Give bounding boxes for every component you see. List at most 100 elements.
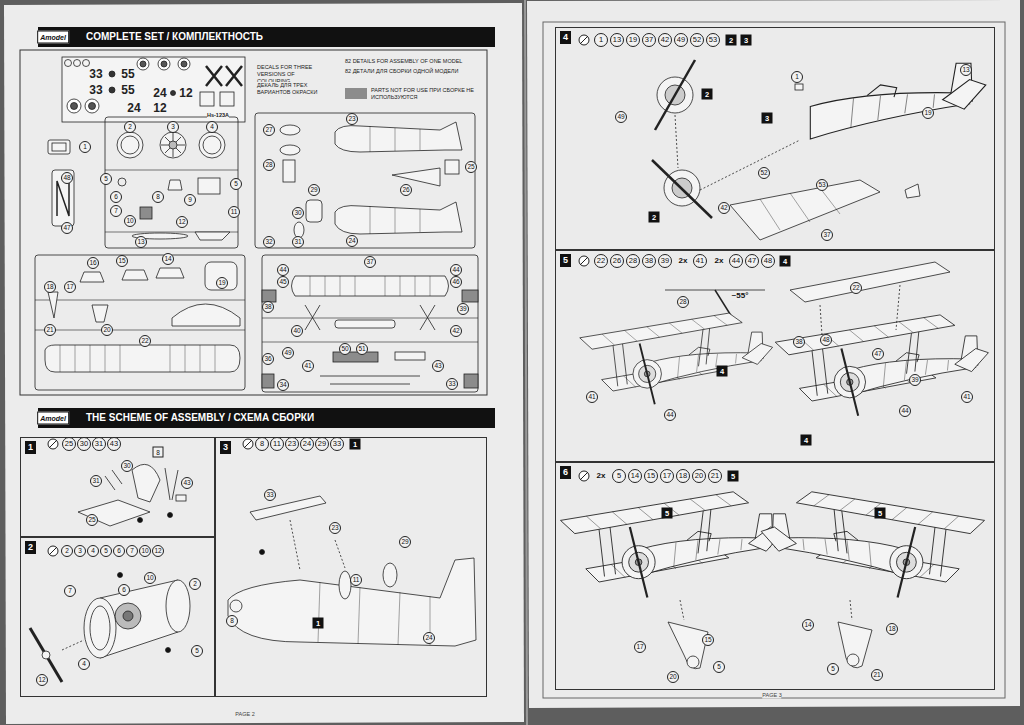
decal-sheet [83, 60, 90, 67]
callout-number: 27 [263, 124, 275, 136]
step1-drawing [78, 500, 150, 526]
part-list-number: 42 [658, 33, 672, 47]
callout-number: 7 [64, 585, 76, 597]
step3-drawing [290, 520, 345, 570]
step4-drawing [810, 63, 986, 139]
decal-sheet [137, 58, 149, 70]
step-number: 6 [560, 466, 571, 479]
sprue-frame-c [280, 145, 300, 155]
callout-number: 12 [176, 216, 188, 228]
callout-number: 22 [850, 282, 862, 294]
sprue-frame-a [121, 136, 139, 154]
sprue-frame-c [255, 113, 475, 248]
step-number: 3 [220, 441, 231, 454]
callout-number: 20 [101, 324, 113, 336]
step3-drawing [228, 496, 476, 646]
part-list-number: 39 [658, 254, 672, 268]
glue-symbol [49, 547, 57, 555]
sprue-frame-a [168, 180, 182, 190]
step6-drawing [561, 492, 985, 669]
decal-sheet [161, 61, 167, 67]
step4-drawing [795, 84, 803, 90]
callout-number: 38 [262, 301, 274, 313]
callout-number: 33 [264, 489, 276, 501]
subassembly-ref: 4 [717, 366, 728, 377]
frame-lines [543, 22, 1005, 698]
callout-number: 7 [126, 545, 138, 557]
glue-symbol [48, 439, 58, 449]
subassembly-ref: 1 [350, 439, 361, 450]
subassembly-ref: 5 [728, 471, 739, 482]
callout-number: 33 [446, 378, 458, 390]
sprue-frame-b [48, 292, 58, 318]
callout-number: 6 [118, 584, 130, 596]
subassembly-ref: 2 [726, 35, 737, 46]
sprue-frame-a [48, 117, 238, 248]
callout-number: 18 [44, 281, 56, 293]
callout-number: 6 [113, 545, 125, 557]
glue-symbol [580, 257, 588, 265]
decal-sheet [89, 103, 96, 110]
part-list-number: 13 [610, 33, 624, 47]
part-list-number: 53 [706, 33, 720, 47]
step5-drawing [580, 313, 773, 404]
step1-drawing [176, 495, 186, 501]
step1-drawing [105, 470, 122, 490]
header-bar: COMPLETE SET / КОМПЛЕКТНОСТЬ [38, 27, 495, 47]
step3-drawing [228, 558, 476, 646]
callout-number: 44 [664, 409, 676, 421]
decal-sheet [109, 87, 115, 93]
header-text: THE SCHEME OF ASSEMBLY / СХЕМА СБОРКИ [38, 408, 495, 428]
legend-swatch [345, 88, 367, 99]
subassembly-ref: 1 [313, 618, 324, 629]
subassembly-ref: 4 [801, 435, 812, 446]
sprue-frame-d [262, 255, 478, 392]
callout-number: 44 [450, 264, 462, 276]
callout-number: 13 [960, 64, 972, 76]
callout-number: 10 [139, 545, 151, 557]
callout-number: 12 [36, 674, 48, 686]
sprue-frame-c [335, 202, 462, 234]
decal-sheet [181, 61, 187, 67]
subassembly-ref: 5 [875, 508, 886, 519]
callout-number: 7 [110, 205, 122, 217]
callout-number: 32 [263, 236, 275, 248]
step1-drawing [78, 464, 186, 526]
header-bar: THE SCHEME OF ASSEMBLY / СХЕМА СБОРКИ [38, 408, 495, 428]
part-list-number: 24 [300, 437, 314, 451]
callout-number: 17 [64, 281, 76, 293]
callout-number: 15 [116, 255, 128, 267]
callout-number: 5 [230, 178, 242, 190]
sprue-frame-a [52, 170, 74, 226]
sprue-frame-d [333, 352, 378, 362]
callout-number: 16 [87, 257, 99, 269]
step6-drawing [668, 622, 708, 669]
callout-number: 34 [277, 379, 289, 391]
step5-drawing [775, 315, 988, 416]
step5-drawing [820, 285, 900, 335]
callout-number: 30 [292, 207, 304, 219]
step1-drawing [132, 464, 160, 502]
step4-drawing [652, 60, 986, 240]
sprue-frame-d [262, 255, 478, 392]
sprue-frame-b [172, 304, 240, 326]
callout-number: 28 [677, 296, 689, 308]
sprue-frame-b [60, 345, 215, 372]
callout-number: 15 [702, 634, 714, 646]
maker-logo: Amodel [37, 31, 69, 44]
sprue-frame-a [198, 178, 220, 194]
subassembly-ref: 2 [702, 89, 713, 100]
callout-number: 20 [667, 671, 679, 683]
step5-drawing [790, 262, 950, 302]
step-panel: 2 [20, 537, 215, 697]
step2-drawing [30, 573, 190, 683]
callout-number: 14 [802, 619, 814, 631]
sprue-frame-c [445, 160, 459, 174]
step2-drawing [30, 628, 62, 682]
note-text: 82 DETAILS FOR ASSEMBLY OF ONE MODEL [345, 58, 485, 65]
part-list-number: 52 [690, 33, 704, 47]
sprue-frame-c [255, 113, 475, 248]
part-list-number: 31 [92, 437, 106, 451]
step-number: 4 [560, 31, 571, 44]
